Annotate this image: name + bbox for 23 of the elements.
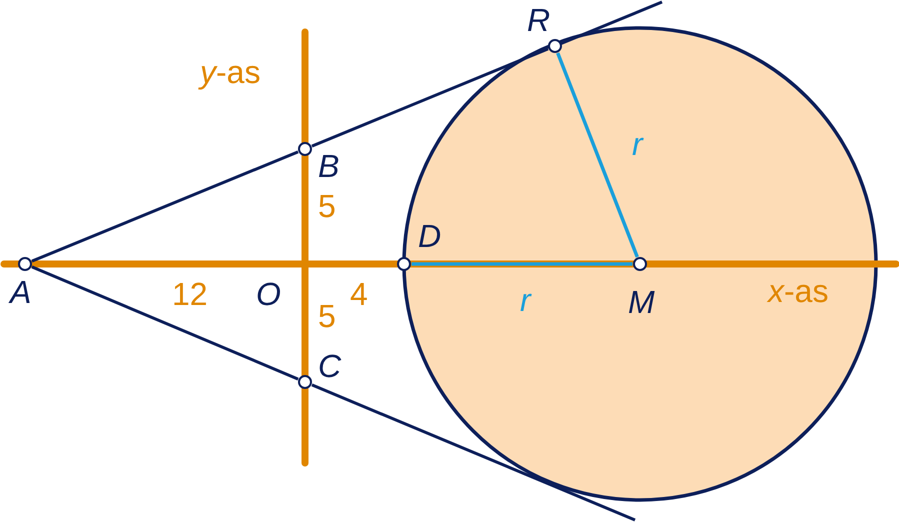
y-axis-label: y-as (200, 56, 260, 88)
length-number: 5 (318, 190, 336, 222)
tangent-line (311, 384, 636, 522)
length-number: 5 (318, 300, 336, 332)
point-label: B (318, 150, 340, 182)
point-marker (298, 142, 312, 156)
point-label: C (318, 350, 342, 382)
point-marker (548, 38, 562, 52)
radius-line (412, 262, 632, 266)
point-label: R (527, 4, 550, 36)
tangent-line (311, 47, 549, 148)
x-axis-label: x-as (768, 275, 828, 307)
point-label: M (628, 286, 655, 318)
radius-line (556, 52, 639, 258)
tangent-line (31, 266, 299, 380)
origin-label: O (256, 278, 281, 310)
length-number: 12 (172, 278, 208, 310)
length-number: 4 (350, 278, 368, 310)
point-label: A (10, 276, 32, 308)
point-label: D (418, 220, 442, 252)
tangent-line (31, 150, 299, 263)
point-marker (18, 256, 32, 270)
point-marker (298, 374, 312, 388)
